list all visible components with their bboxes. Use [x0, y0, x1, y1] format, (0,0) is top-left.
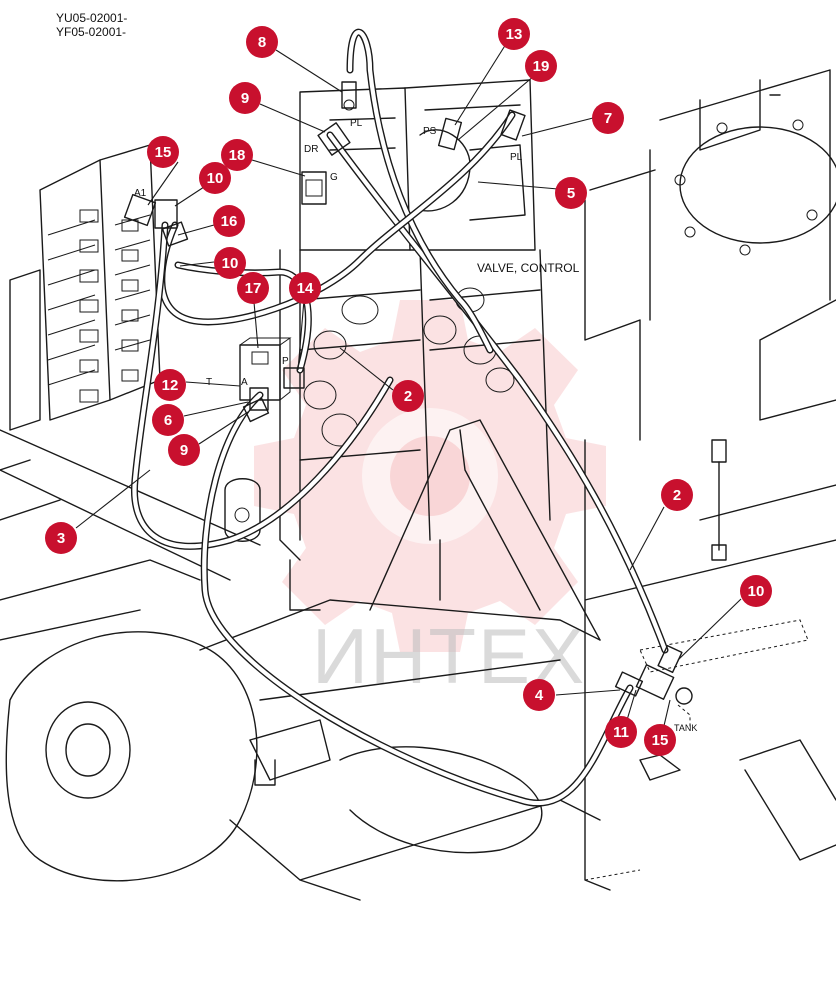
- fitting-a-6: [242, 387, 270, 423]
- callout-16: 16: [213, 205, 245, 237]
- callout-9-top: 9: [229, 82, 261, 114]
- svg-text:10: 10: [207, 170, 224, 187]
- svg-text:9: 9: [180, 442, 188, 459]
- valve-bank-spools: [47, 209, 151, 403]
- port-label-pl-right: PL: [510, 152, 523, 163]
- callout-7: 7: [592, 102, 624, 134]
- callout-18: 18: [221, 139, 253, 171]
- callouts: 8 9 13 19 7 15 18 10 5 16 10 17 14 12 2 …: [45, 18, 772, 756]
- callout-5: 5: [555, 177, 587, 209]
- machine-outline: [0, 69, 836, 901]
- svg-text:10: 10: [748, 583, 765, 600]
- hoses: [130, 28, 669, 807]
- svg-text:8: 8: [258, 34, 266, 51]
- callout-4: 4: [523, 679, 555, 711]
- callout-2-mid: 2: [392, 380, 424, 412]
- port-label-tank: TANK: [674, 723, 697, 733]
- callout-17: 17: [237, 272, 269, 304]
- svg-text:17: 17: [245, 280, 262, 297]
- fitting-ps-13: [437, 117, 463, 151]
- port-label-g: G: [330, 172, 338, 183]
- callout-10-mid: 10: [214, 247, 246, 279]
- callout-10-top: 10: [199, 162, 231, 194]
- callout-13: 13: [498, 18, 530, 50]
- svg-text:11: 11: [613, 724, 629, 741]
- svg-text:19: 19: [533, 58, 550, 75]
- callout-11: 11: [605, 716, 637, 748]
- serial-line-2: YF05-02001-: [56, 25, 126, 39]
- svg-text:13: 13: [506, 26, 523, 43]
- leader-lines: [75, 43, 742, 731]
- svg-text:2: 2: [673, 487, 681, 504]
- fitting-g-18: [301, 171, 327, 205]
- svg-text:5: 5: [567, 185, 575, 202]
- svg-text:16: 16: [221, 213, 238, 230]
- fitting-tank-tee: [614, 644, 693, 705]
- callout-19: 19: [525, 50, 557, 82]
- svg-text:14: 14: [297, 280, 314, 297]
- svg-text:2: 2: [404, 388, 412, 405]
- port-label-ps: PS: [423, 126, 437, 137]
- svg-text:6: 6: [164, 412, 172, 429]
- svg-text:15: 15: [652, 732, 669, 749]
- fitting-pl-top: [341, 81, 357, 111]
- callout-8: 8: [246, 26, 278, 58]
- svg-text:15: 15: [155, 144, 172, 161]
- port-label-a1: A1: [134, 188, 147, 199]
- text-labels: YU05-02001- YF05-02001- VALVE, CONTROL P…: [56, 11, 697, 733]
- port-label-a: A: [241, 377, 248, 388]
- port-label-p: P: [282, 356, 289, 367]
- fittings: [123, 81, 693, 705]
- port-label-pl-top: PL: [350, 118, 363, 129]
- fitting-dr-9: [317, 122, 351, 156]
- port-label-t: T: [206, 377, 212, 388]
- svg-text:18: 18: [229, 147, 246, 164]
- callout-14: 14: [289, 272, 321, 304]
- fitting-16: [161, 221, 189, 247]
- svg-text:10: 10: [222, 255, 239, 272]
- callout-15-right: 15: [644, 724, 676, 756]
- callout-6: 6: [152, 404, 184, 436]
- svg-text:4: 4: [535, 687, 544, 704]
- callout-3: 3: [45, 522, 77, 554]
- svg-text:7: 7: [604, 110, 612, 127]
- callout-2-right: 2: [661, 479, 693, 511]
- svg-text:3: 3: [57, 530, 65, 547]
- svg-text:9: 9: [241, 90, 249, 107]
- fitting-p-14: [283, 367, 305, 389]
- callout-12: 12: [154, 369, 186, 401]
- fitting-a1-15: [123, 193, 178, 229]
- port-label-dr: DR: [304, 144, 318, 155]
- callout-15-left: 15: [147, 136, 179, 168]
- fitting-pl-right-7: [500, 109, 526, 141]
- callout-10-right: 10: [740, 575, 772, 607]
- callout-9-low: 9: [168, 434, 200, 466]
- valve-control-label: VALVE, CONTROL: [477, 261, 580, 275]
- serial-line-1: YU05-02001-: [56, 11, 127, 25]
- svg-text:12: 12: [162, 377, 179, 394]
